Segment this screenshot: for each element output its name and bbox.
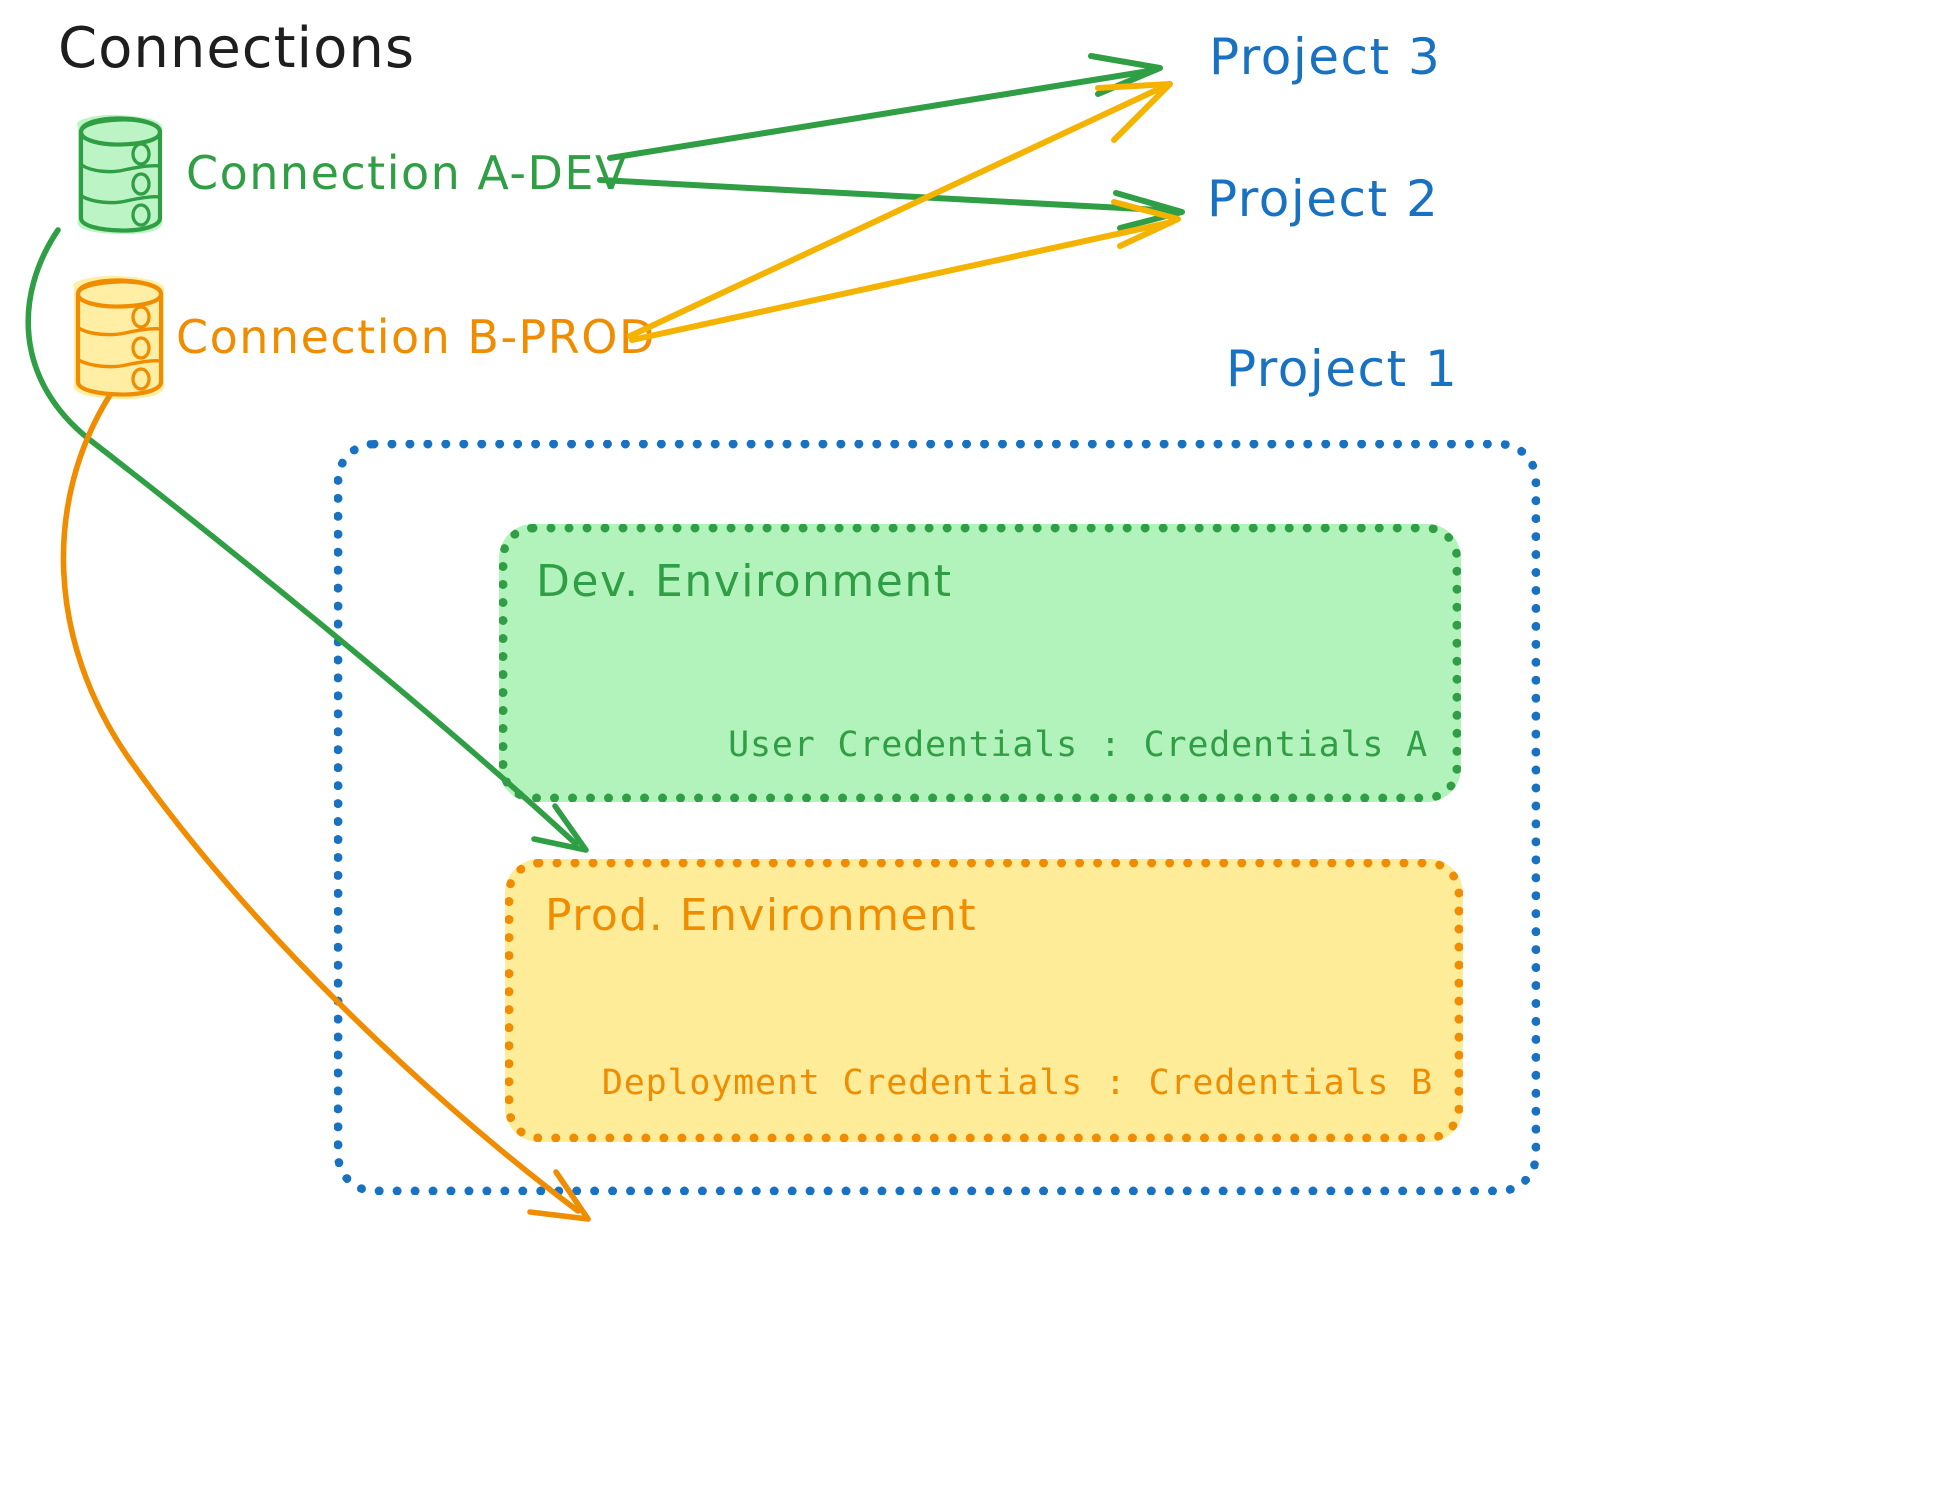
connection-b-prod-label[interactable]: Connection B-PROD: [176, 310, 656, 364]
arrow-a-dev-to-project-2: [597, 177, 1185, 231]
prod-environment-credentials: Deployment Credentials : Credentials B: [601, 1063, 1433, 1103]
project-2-label[interactable]: Project 2: [1207, 170, 1440, 228]
dev-environment-credentials: User Credentials : Credentials A: [728, 725, 1428, 765]
arrow-a-dev-to-project-3: [607, 53, 1163, 161]
dev-environment-box[interactable]: [499, 524, 1461, 802]
arrow-b-prod-to-project-3: [627, 81, 1173, 339]
database-icon-connection-a-dev[interactable]: [62, 108, 182, 238]
arrow-b-prod-to-project-2: [629, 199, 1181, 343]
database-icon-connection-b-prod[interactable]: [58, 268, 183, 403]
dev-environment-title: Dev. Environment: [536, 556, 953, 607]
prod-environment-box[interactable]: [505, 859, 1463, 1142]
prod-environment-title: Prod. Environment: [545, 890, 978, 941]
connection-a-dev-label[interactable]: Connection A-DEV: [186, 146, 628, 200]
project-1-label[interactable]: Project 1: [1226, 340, 1459, 398]
page-title: Connections: [58, 16, 416, 81]
project-3-label[interactable]: Project 3: [1209, 28, 1442, 86]
